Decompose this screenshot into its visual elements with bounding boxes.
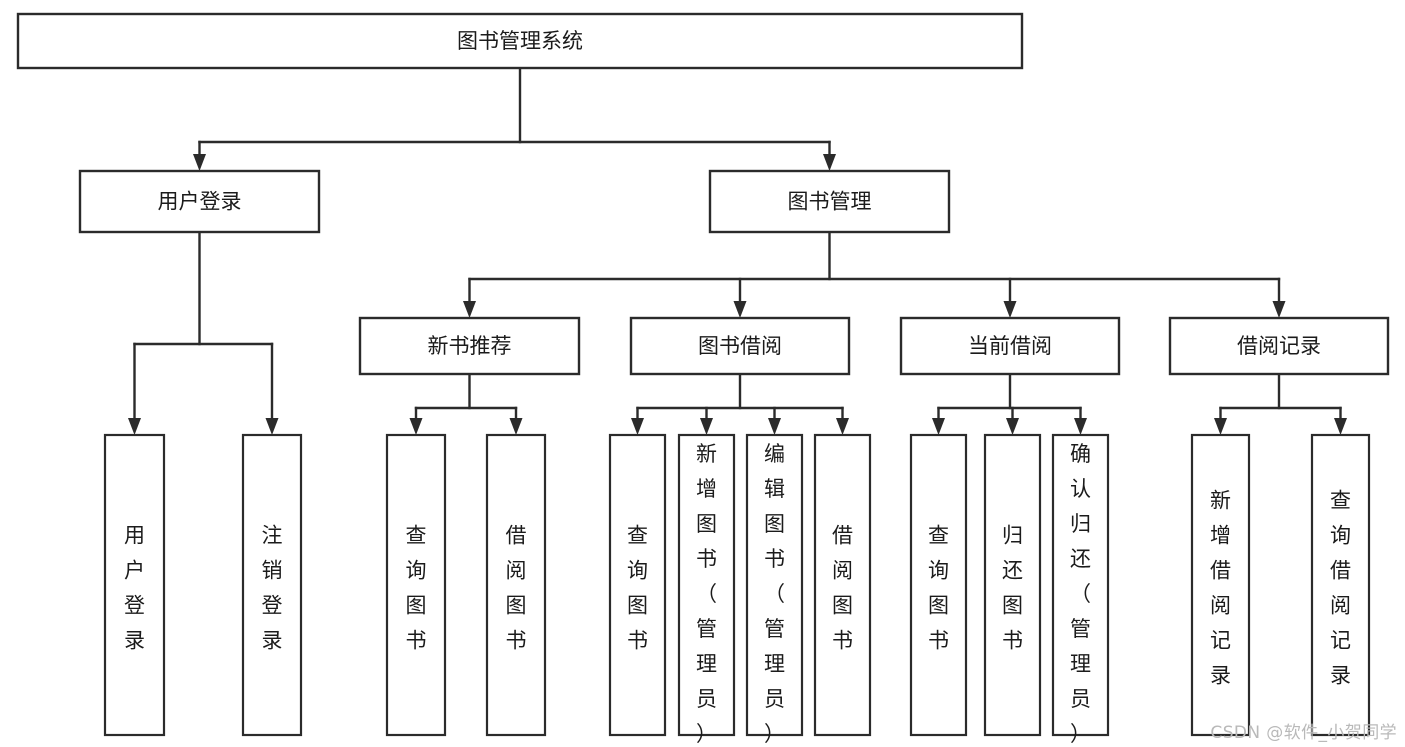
node-box <box>358 316 581 376</box>
edge-group-root <box>193 66 836 171</box>
node-label: 图书管理 <box>788 190 872 214</box>
nodes-layer: 图书管理系统用户登录图书管理新书推荐图书借阅当前借阅借阅记录用户登录注销登录查询… <box>16 12 1390 746</box>
node-new-book-rec[interactable]: 新书推荐 <box>358 316 581 376</box>
arrow-head-icon <box>733 301 747 318</box>
edge-group-current-borrow <box>932 372 1087 435</box>
node-leaf-rec-borrow[interactable]: 借阅图书 <box>485 433 547 737</box>
node-box <box>385 433 447 737</box>
node-box <box>813 433 872 737</box>
node-label: 查询图书 <box>928 523 949 652</box>
node-leaf-borrow-query[interactable]: 查询图书 <box>608 433 667 737</box>
node-leaf-cur-query[interactable]: 查询图书 <box>909 433 968 737</box>
node-box <box>899 316 1121 376</box>
edge-group-borrow-record <box>1214 372 1347 435</box>
node-box <box>745 433 804 737</box>
node-label: 查询图书 <box>406 523 427 652</box>
node-leaf-rec-query[interactable]: 查询图书 <box>385 433 447 737</box>
node-leaf-cur-confirm[interactable]: 确认归还（管理员） <box>1051 433 1110 746</box>
node-box <box>983 433 1042 737</box>
arrow-head-icon <box>265 418 279 435</box>
node-box <box>103 433 166 737</box>
node-label: 新增图书（管理员） <box>696 442 717 746</box>
edge-group-new-book-rec <box>409 372 523 435</box>
node-box <box>485 433 547 737</box>
node-root[interactable]: 图书管理系统 <box>16 12 1024 70</box>
arrow-head-icon <box>836 418 849 435</box>
arrow-head-icon <box>700 418 713 435</box>
node-borrow-record[interactable]: 借阅记录 <box>1168 316 1390 376</box>
edge-group-book-borrow <box>631 372 849 435</box>
csdn-watermark: CSDN @软件_小贺同学 <box>1210 723 1397 743</box>
node-box <box>1051 433 1110 737</box>
arrow-head-icon <box>631 418 644 435</box>
node-label: 用户登录 <box>124 523 145 652</box>
edge-group-user-login <box>128 230 279 435</box>
node-label: 当前借阅 <box>968 334 1052 358</box>
arrow-head-icon <box>128 418 141 435</box>
arrow-head-icon <box>1272 301 1286 318</box>
node-label: 借阅图书 <box>832 523 853 652</box>
node-box <box>909 433 968 737</box>
edges-layer <box>128 66 1347 435</box>
node-leaf-user-logout[interactable]: 注销登录 <box>241 433 303 737</box>
arrow-head-icon <box>1074 418 1087 435</box>
node-label: 新书推荐 <box>428 334 512 358</box>
node-leaf-cur-return[interactable]: 归还图书 <box>983 433 1042 737</box>
node-leaf-borrow-add[interactable]: 新增图书（管理员） <box>677 433 736 746</box>
arrow-head-icon <box>509 418 523 435</box>
node-box <box>708 169 951 234</box>
node-label: 借阅图书 <box>506 523 527 652</box>
node-label: 确认归还（管理员） <box>1070 442 1091 746</box>
node-box <box>1168 316 1390 376</box>
node-leaf-user-login[interactable]: 用户登录 <box>103 433 166 737</box>
node-label: 新增借阅记录 <box>1210 488 1231 687</box>
node-leaf-rec-add[interactable]: 新增借阅记录 <box>1190 433 1251 737</box>
node-leaf-borrow-edit[interactable]: 编辑图书（管理员） <box>745 433 804 746</box>
node-box <box>1190 433 1251 737</box>
node-leaf-rec-search[interactable]: 查询借阅记录 <box>1310 433 1371 737</box>
node-label: 借阅记录 <box>1237 334 1321 358</box>
node-book-manage[interactable]: 图书管理 <box>708 169 951 234</box>
arrow-head-icon <box>932 418 945 435</box>
node-label: 编辑图书（管理员） <box>764 442 785 746</box>
arrow-head-icon <box>1334 418 1347 435</box>
node-current-borrow[interactable]: 当前借阅 <box>899 316 1121 376</box>
node-box <box>677 433 736 737</box>
node-label: 图书借阅 <box>698 334 782 358</box>
arrow-head-icon <box>409 418 423 435</box>
node-label: 归还图书 <box>1002 523 1023 652</box>
arrow-head-icon <box>1003 301 1017 318</box>
node-label: 用户登录 <box>158 190 242 214</box>
arrow-head-icon <box>1006 418 1019 435</box>
edge-group-book-manage <box>463 230 1286 318</box>
node-book-borrow[interactable]: 图书借阅 <box>629 316 851 376</box>
node-box <box>629 316 851 376</box>
node-label: 图书管理系统 <box>457 29 583 53</box>
arrow-head-icon <box>823 154 836 171</box>
node-box <box>78 169 321 234</box>
arrow-head-icon <box>1214 418 1227 435</box>
node-box <box>1310 433 1371 737</box>
arrow-head-icon <box>463 301 476 318</box>
node-box <box>16 12 1024 70</box>
node-label: 注销登录 <box>262 523 283 652</box>
node-box <box>241 433 303 737</box>
node-label: 查询图书 <box>627 523 648 652</box>
node-box <box>608 433 667 737</box>
node-label: 查询借阅记录 <box>1330 488 1351 687</box>
arrow-head-icon <box>768 418 781 435</box>
node-user-login[interactable]: 用户登录 <box>78 169 321 234</box>
arrow-head-icon <box>193 154 206 171</box>
node-leaf-borrow-do[interactable]: 借阅图书 <box>813 433 872 737</box>
